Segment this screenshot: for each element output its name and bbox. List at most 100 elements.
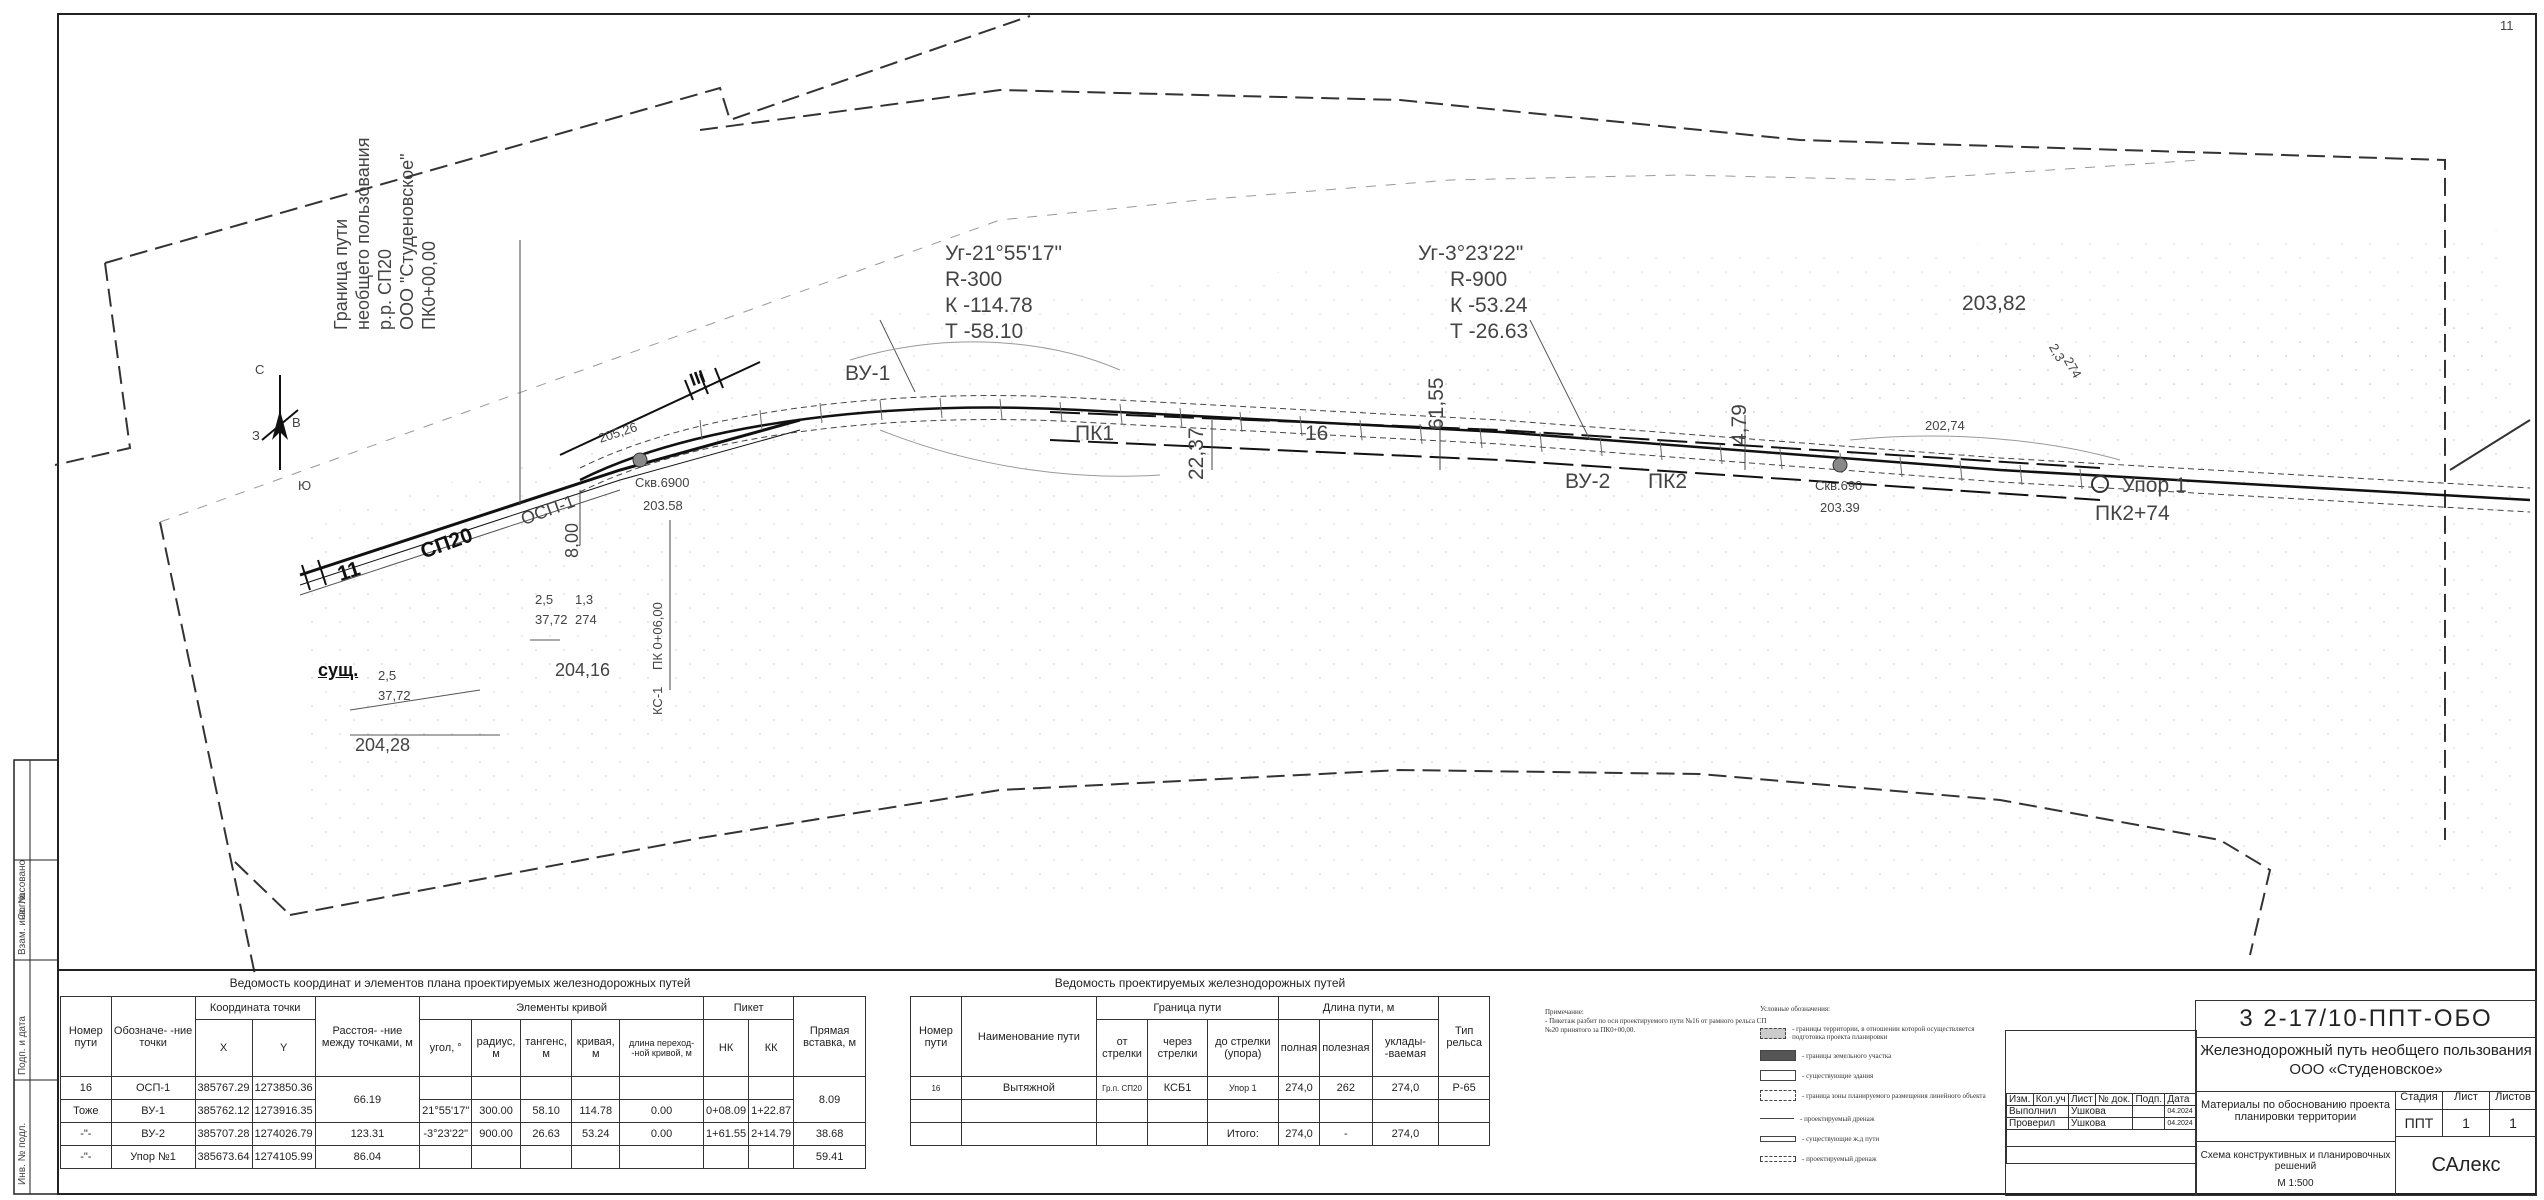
coord-h-angle: угол, °	[419, 1019, 473, 1077]
cell: 385767.29	[194, 1076, 253, 1100]
elev-203-82: 203,82	[1962, 292, 2027, 315]
coord-table: Номер пути Обозначе- -ние точки Координа…	[60, 996, 866, 1169]
stamp-person: Ушкова	[2068, 1117, 2134, 1130]
cell: 1+22.87	[748, 1099, 795, 1123]
legend-text: - проектируемый дренаж	[1802, 1155, 1877, 1163]
cell: Вытяжной	[960, 1076, 1097, 1100]
coord-h-straight: Прямая вставка, м	[793, 996, 866, 1077]
legend-item: - граница зоны планируемого размещения л…	[1760, 1090, 1990, 1101]
slope3-length: 37,72	[378, 688, 411, 703]
doc-subtitle: Материалы по обоснованию проекта планиро…	[2196, 1091, 2396, 1141]
project-name: Железнодорожный путь необщего пользовани…	[2200, 1042, 2532, 1078]
coord-h-curve: Элементы кривой	[419, 996, 705, 1020]
well2-label: Скв.690	[1815, 478, 1863, 493]
legend-swatch	[1760, 1050, 1796, 1061]
cell: -3°23'22"	[419, 1122, 473, 1146]
cell	[910, 1099, 962, 1123]
cell	[471, 1145, 521, 1169]
cell	[571, 1145, 621, 1169]
stamp-date: 04.2024	[2164, 1105, 2196, 1118]
cell: 2+14.79	[748, 1122, 795, 1146]
compass-icon	[261, 375, 299, 470]
track-h-via: через стрелки	[1147, 1019, 1208, 1077]
legend-swatch	[1760, 1090, 1796, 1101]
elev-202-74: 202,74	[1925, 418, 1965, 433]
cell: -"-	[60, 1122, 112, 1146]
track-h-len: Длина пути, м	[1277, 996, 1440, 1020]
cell	[960, 1122, 1097, 1146]
cell	[703, 1145, 750, 1169]
side-agreed: Согласовано	[17, 859, 28, 920]
upor-label: Упор 1	[2122, 474, 2187, 497]
side-inv-podl: Инв. № подл.	[17, 1122, 28, 1185]
track-h-bound: Граница пути	[1095, 996, 1279, 1020]
dim-4-79: 4,79	[1728, 404, 1751, 445]
cell: 16	[910, 1076, 962, 1100]
track-h-num: Номер пути	[910, 996, 962, 1077]
cell: 274,0	[1277, 1122, 1321, 1146]
legend-text: - границы территории, в отношении которо…	[1792, 1025, 1975, 1041]
cell: 385673.64	[194, 1145, 253, 1169]
stage-headers: Стадия Лист Листов	[2396, 1091, 2536, 1110]
stamp-empty	[2006, 1129, 2196, 1147]
stamp-role: Выполнил	[2005, 1105, 2070, 1118]
coord-h-curvelen: кривая, м	[571, 1019, 621, 1077]
cell	[519, 1076, 573, 1100]
notes-text: - Пикетаж разбит по оси проектируемого п…	[1545, 1017, 1767, 1034]
legend-item: - существующие ж.д пути	[1760, 1135, 1990, 1143]
cell	[519, 1145, 573, 1169]
company-name: САлекс	[2431, 1154, 2501, 1176]
stamp-divider	[2196, 1091, 2536, 1092]
doc-code: 3 2-17/10-ППТ-ОБО	[2196, 1001, 2536, 1038]
coord-h-nk: НК	[703, 1019, 750, 1077]
legend-item: - границы земельного участка	[1760, 1050, 1990, 1061]
vu2-label: ВУ-2	[1565, 470, 1611, 493]
cell: 1274026.79	[251, 1122, 316, 1146]
track-h-from: от стрелки	[1095, 1019, 1149, 1077]
existing-label: сущ.	[318, 660, 359, 680]
coord-h-radius: радиус, м	[471, 1019, 521, 1077]
elev-204-16: 204,16	[555, 660, 611, 680]
table-row: -"- Упор №1 385673.64 1274105.99 86.04 5…	[60, 1145, 866, 1169]
cell: Упор №1	[110, 1145, 196, 1169]
cell	[1206, 1099, 1279, 1123]
cell	[419, 1076, 473, 1100]
cell: 114.78	[571, 1099, 621, 1123]
stage-values: ППТ 1 1	[2396, 1110, 2536, 1137]
legend-swatch	[1760, 1117, 1794, 1121]
table-row: 16 ОСП-1 385767.29 1273850.36 66.19 8.09	[60, 1076, 866, 1123]
stage-h: Стадия	[2396, 1091, 2443, 1109]
coord-h-num: Номер пути	[60, 996, 112, 1077]
legend-swatch	[1760, 1027, 1787, 1039]
cell: Итого:	[1206, 1122, 1279, 1146]
cell: 1274105.99	[251, 1145, 316, 1169]
coord-h-picket: Пикет	[703, 996, 795, 1020]
boundary-line5: ПК0+00,00	[419, 241, 439, 330]
cell	[960, 1099, 1097, 1123]
cell: 59.41	[793, 1145, 866, 1169]
stamp-person: Ушкова	[2068, 1105, 2134, 1118]
sheets-value: 1	[2509, 1115, 2517, 1131]
legend-item: - существующие здания	[1760, 1070, 1990, 1081]
legend-text: - проектируемый дренаж	[1800, 1115, 1875, 1123]
cell	[619, 1145, 705, 1169]
cell: 274,0	[1371, 1076, 1440, 1100]
cell: 26.63	[519, 1122, 573, 1146]
legend-text: - существующие здания	[1802, 1071, 1874, 1080]
cell	[1371, 1099, 1440, 1123]
cell: 86.04	[314, 1145, 421, 1169]
table-row: Тоже ВУ-1 385762.12 1273916.35 21°55'17"…	[60, 1099, 866, 1123]
sheet-value: 1	[2443, 1110, 2490, 1136]
legend-text: - существующие ж.д пути	[1802, 1135, 1880, 1143]
coord-h-x: X	[194, 1019, 253, 1077]
track-h-to: до стрелки (упора)	[1206, 1019, 1279, 1077]
cell: 8.09	[793, 1076, 866, 1123]
side-podp: Подп. и дата	[17, 1016, 28, 1075]
stamp-col: Лист	[2068, 1093, 2097, 1106]
pk1-label: ПК1	[1075, 422, 1115, 445]
drawing-title: Схема конструктивных и планировочных реш…	[2200, 1150, 2391, 1172]
pk2-label: ПК2	[1648, 470, 1688, 493]
